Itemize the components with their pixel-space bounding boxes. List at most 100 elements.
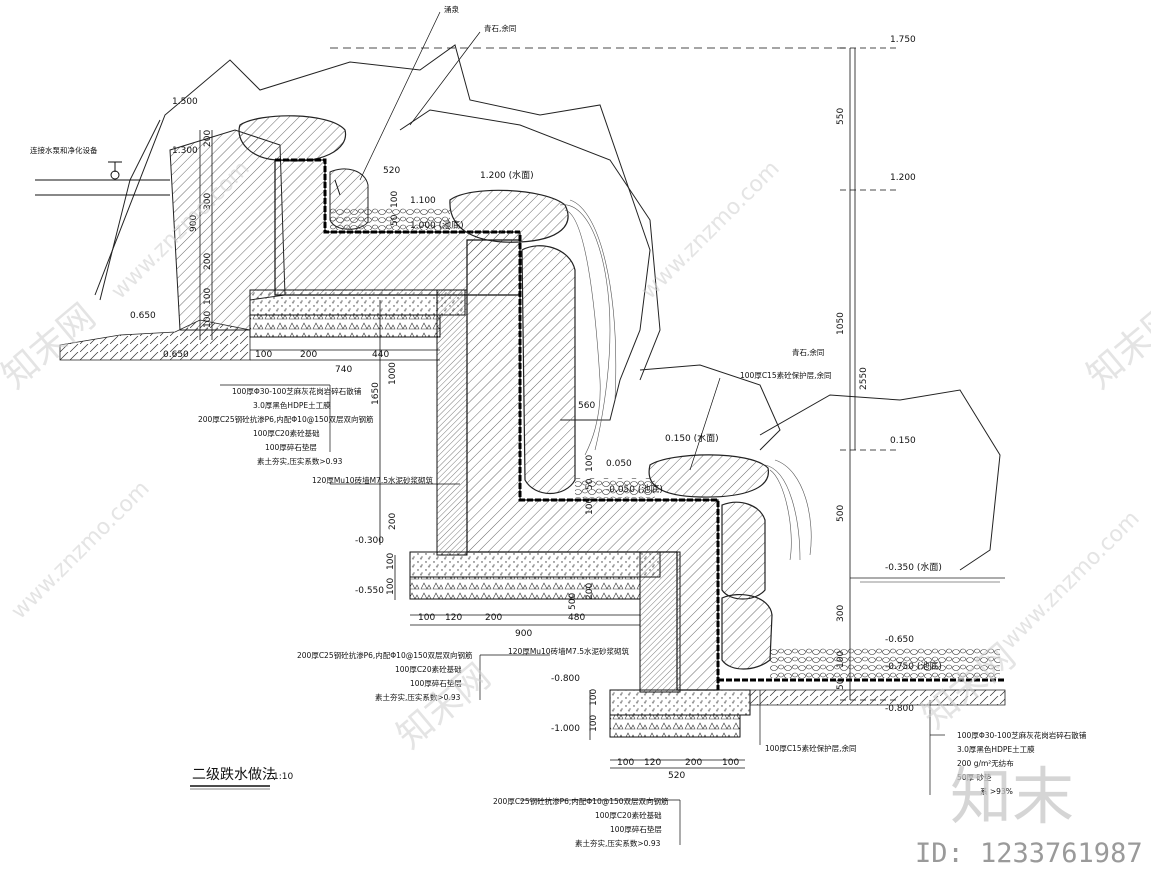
title-scale: 1:10 xyxy=(273,772,293,782)
label-stone-top: 青石,余同 xyxy=(484,23,516,33)
dim-h100c: 100 xyxy=(617,758,634,768)
elev-bottom-b: -0.750 (池底) xyxy=(885,660,942,672)
note-upper-3: 200厚C25钢砼抗渗P6,内配Φ10@150双层双向钢筋 xyxy=(198,414,374,424)
elev-m0050: -0.050 (池底) xyxy=(606,483,663,495)
dim-v500: 500 xyxy=(568,593,578,610)
dimension-lines xyxy=(199,47,900,769)
dim-v200c: 200 xyxy=(388,513,398,530)
dimension-labels: 550 1050 2550 500 300 100 50 520 560 200… xyxy=(189,108,869,781)
dim-v50: 50 xyxy=(390,214,400,226)
note-right-1: 100厚Φ30-100芝麻灰花岗岩碎石散铺 xyxy=(957,730,1087,740)
dim-v100a: 100 xyxy=(203,288,213,305)
dim-v100c: 100 xyxy=(390,191,400,208)
dim-v200d: 200 xyxy=(585,583,595,600)
label-stone-mid: 青石,余同 xyxy=(792,347,824,357)
elev-left-1500: 1.500 xyxy=(172,97,198,107)
note-upper-2: 3.0厚黑色HDPE土工膜 xyxy=(253,400,331,410)
watermark-url-2: www.znzmo.com xyxy=(637,156,785,304)
note-right-3: 200 g/m²无纺布 xyxy=(957,758,1014,768)
note-upper-4: 100厚C20素砼基础 xyxy=(253,428,320,438)
dim-h480: 480 xyxy=(568,613,585,623)
elev-0050: 0.050 xyxy=(606,459,632,469)
watermark-url-4: www.znzmo.com xyxy=(997,506,1145,654)
dim-v100e: 100 xyxy=(386,578,396,595)
dim-v1000: 1000 xyxy=(388,362,398,385)
elev-water-low: -0.350 (水面) xyxy=(885,561,942,573)
upper-foundation xyxy=(249,289,466,338)
elev-1000: 1.000 (池底) xyxy=(410,219,464,231)
elev-m0300: -0.300 xyxy=(355,536,384,546)
elev-mid-right: 1.200 xyxy=(890,173,916,183)
label-c15-bottom: 100厚C15素砼保护层,余同 xyxy=(765,743,856,753)
label-pump: 涌泉 xyxy=(444,4,459,14)
pebble-beds xyxy=(330,208,1000,678)
inlet-pipe xyxy=(35,161,341,196)
dim-v100g: 100 xyxy=(585,498,595,515)
label-pipe: 连接水泵和净化设备 xyxy=(30,145,98,155)
note-wall-middle: 120厚Mu10砖墙M7.5水泥砂浆砌筑 xyxy=(508,646,629,656)
elev-m1000: -1.000 xyxy=(551,724,580,734)
annotation-labels: 涌泉 青石,余同 连接水泵和净化设备 青石,余同 100厚C15素砼保护层,余同… xyxy=(30,4,856,753)
dim-550: 550 xyxy=(836,108,846,125)
leader-lines xyxy=(220,11,945,845)
dim-v100b: 100 xyxy=(203,311,213,328)
dim-v100i: 100 xyxy=(589,715,599,732)
note-right-5: 系 >93% xyxy=(980,786,1013,796)
note-bot-2: 100厚C20素砼基础 xyxy=(595,810,662,820)
dim-300: 300 xyxy=(836,605,846,622)
elev-m0800: -0.800 xyxy=(551,674,580,684)
elev-1100: 1.100 xyxy=(410,196,436,206)
note-mid-3: 100厚碎石垫层 xyxy=(410,678,462,688)
dim-v100d: 100 xyxy=(386,553,396,570)
dim-100-a: 100 xyxy=(836,651,846,668)
dim-v300: 300 xyxy=(203,193,213,210)
note-upper-1: 100厚Φ30-100芝麻灰花岗岩碎石散铺 xyxy=(232,386,362,396)
note-bot-1: 200厚C25钢砼抗渗P6,内配Φ10@150双层双向钢筋 xyxy=(493,796,669,806)
notes-right: 100厚Φ30-100芝麻灰花岗岩碎石散铺 3.0厚黑色HDPE土工膜 200 … xyxy=(957,730,1087,796)
note-right-2: 3.0厚黑色HDPE土工膜 xyxy=(957,744,1035,754)
watermark-id: ID: 1233761987 xyxy=(915,838,1143,869)
elev-0150: 0.150 (水面) xyxy=(665,432,719,444)
dim-h440: 440 xyxy=(372,350,389,360)
bottom-foundation xyxy=(609,689,751,738)
elev-bottom-c: -0.800 xyxy=(885,704,914,714)
elev-bottom-a: -0.650 xyxy=(885,635,914,645)
dim-h200c: 200 xyxy=(685,758,702,768)
elev-m0550: -0.550 xyxy=(355,586,384,596)
note-upper-5: 100厚碎石垫层 xyxy=(265,442,317,452)
lower-pool xyxy=(718,577,1006,706)
notes-upper: 100厚Φ30-100芝麻灰花岗岩碎石散铺 3.0厚黑色HDPE土工膜 200厚… xyxy=(198,386,433,485)
elev-left-1300: 1.300 xyxy=(172,146,198,156)
dim-h100d: 100 xyxy=(722,758,739,768)
watermark-brand-2: 知末网 xyxy=(1079,296,1151,397)
dim-v100h: 100 xyxy=(589,689,599,706)
dim-h120b: 120 xyxy=(644,758,661,768)
watermark-big: 知末 xyxy=(950,760,1074,833)
dim-1050: 1050 xyxy=(836,312,846,335)
dim-v50b: 50 xyxy=(585,478,595,490)
drawing-title: 二级跌水做法 1:10 xyxy=(190,767,293,790)
waterfall-stones xyxy=(449,189,773,670)
elev-left-0650a: 0.650 xyxy=(130,311,156,321)
dim-v200b: 200 xyxy=(203,253,213,270)
elev-low-right: 0.150 xyxy=(890,436,916,446)
dim-h100a: 100 xyxy=(255,350,272,360)
note-upper-6: 素土夯实,压实系数>0.93 xyxy=(257,456,343,466)
note-mid-4: 素土夯实,压实系数>0.93 xyxy=(375,692,461,702)
dim-50: 50 xyxy=(836,678,846,690)
water-streams xyxy=(559,199,812,561)
note-mid-2: 100厚C20素砼基础 xyxy=(395,664,462,674)
watermark-url-3: www.znzmo.com xyxy=(7,476,155,624)
notes-middle: 120厚Mu10砖墙M7.5水泥砂浆砌筑 200厚C25钢砼抗渗P6,内配Φ10… xyxy=(297,646,629,702)
label-c15-mid: 100厚C15素砼保护层,余同 xyxy=(740,370,831,380)
elev-top-right: 1.750 xyxy=(890,35,916,45)
dim-h200b: 200 xyxy=(485,613,502,623)
notes-bottom: 200厚C25钢砼抗渗P6,内配Φ10@150双层双向钢筋 100厚C20素砼基… xyxy=(493,796,669,848)
middle-foundation xyxy=(409,551,661,600)
elev-water-1200: 1.200 (水面) xyxy=(480,169,534,181)
note-wall-upper: 120厚Mu10砖墙M7.5水泥砂浆砌筑 xyxy=(312,475,433,485)
dim-560: 560 xyxy=(578,401,595,411)
dim-v900: 900 xyxy=(189,215,199,232)
dim-v100f: 100 xyxy=(585,455,595,472)
